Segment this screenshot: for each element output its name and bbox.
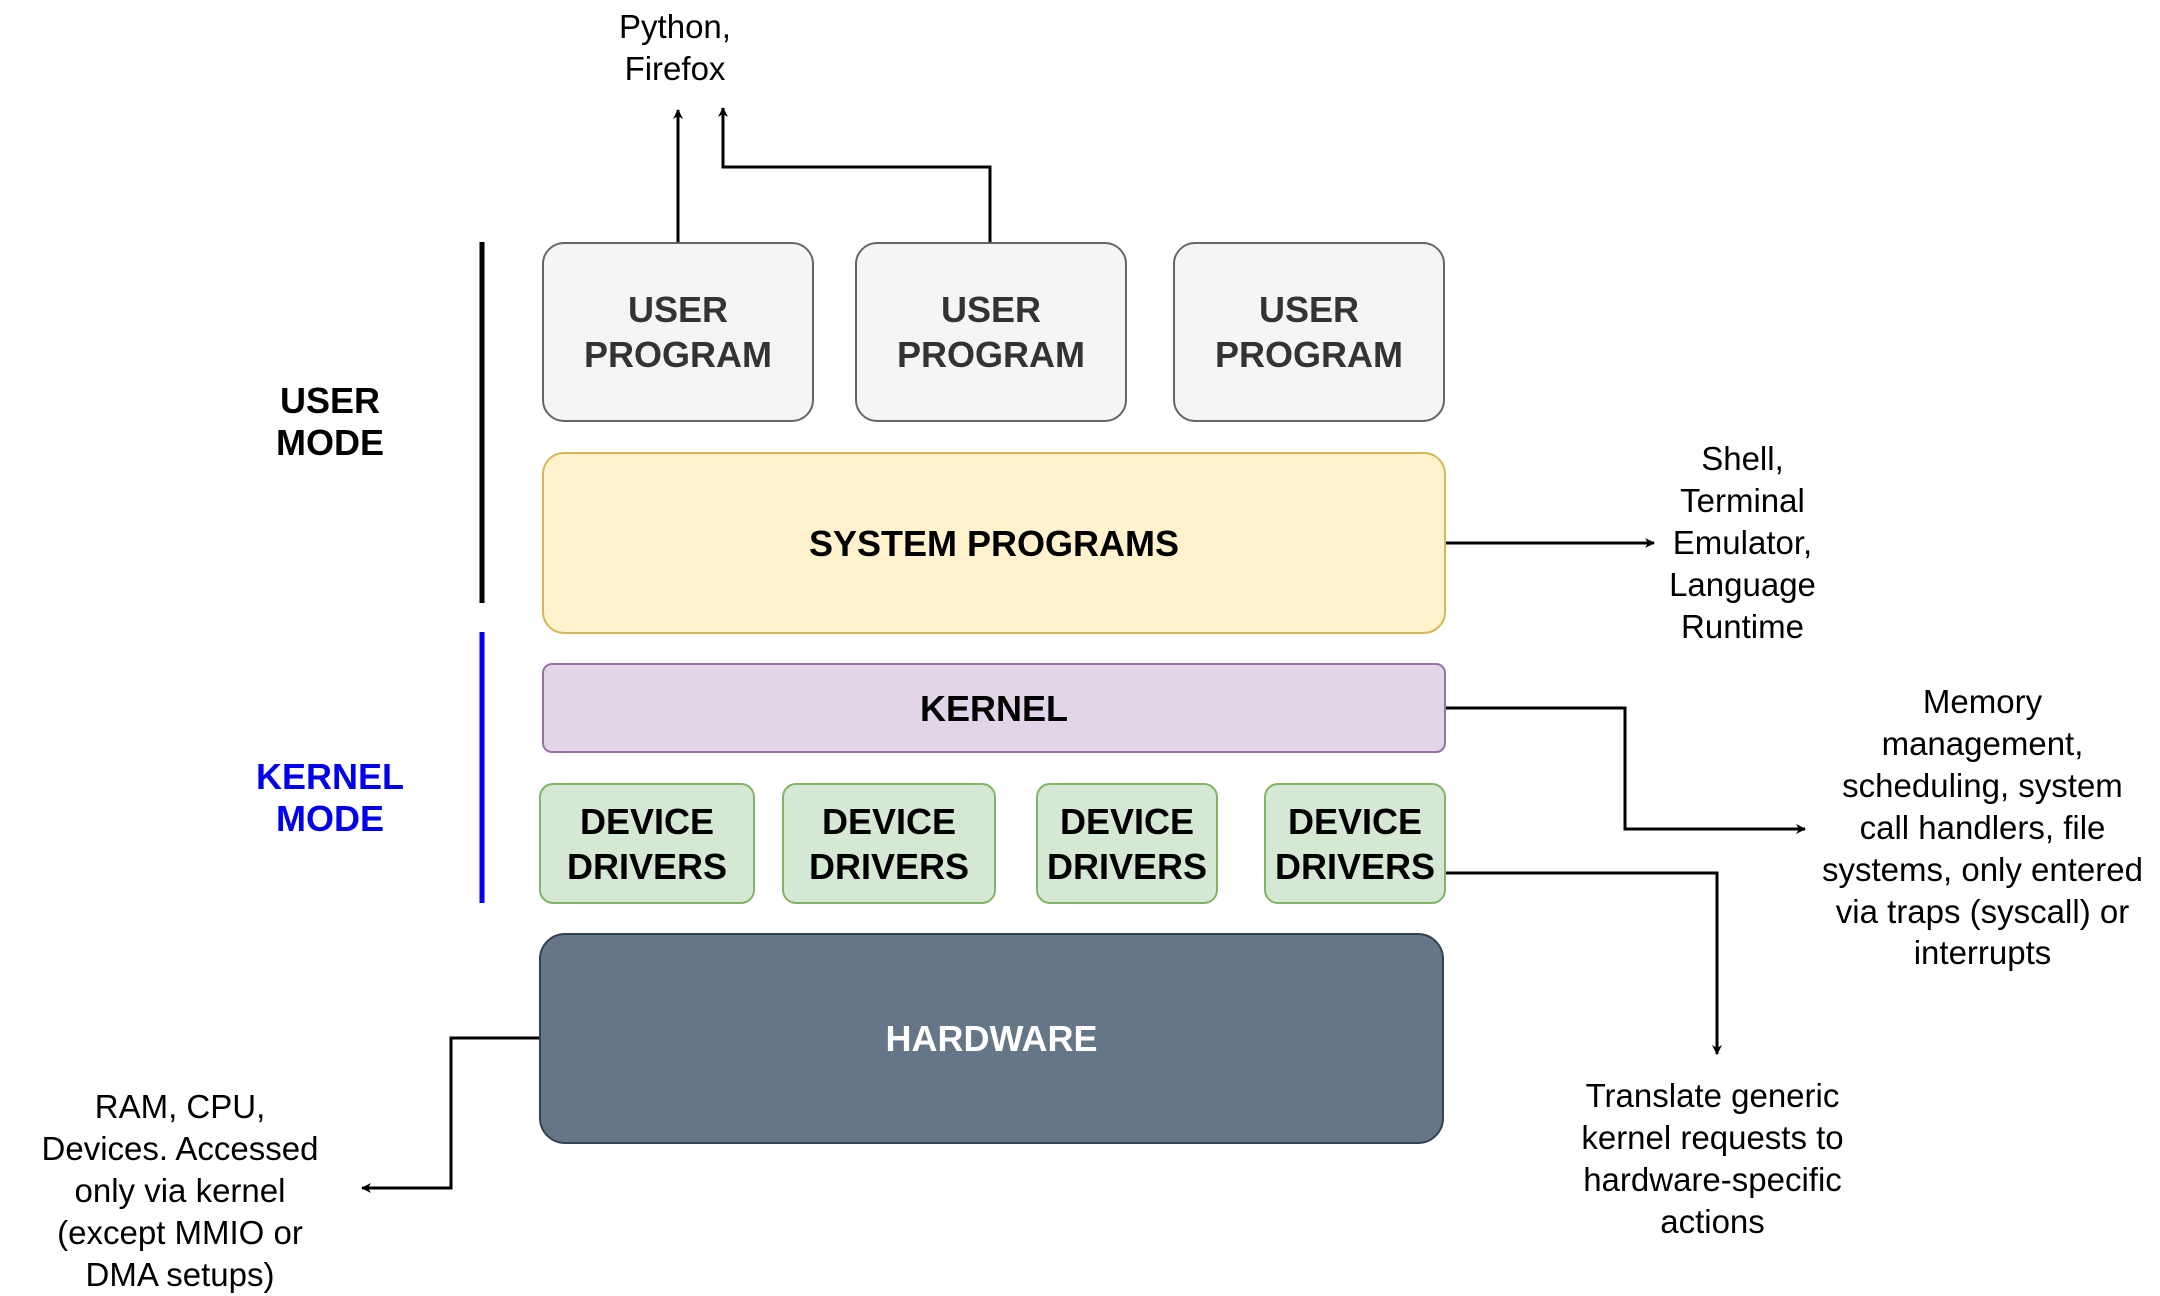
drivers-description-label: Translate generic kernel requests to har… <box>1581 1077 1844 1240</box>
device-drivers-box: DEVICE DRIVERS <box>782 783 996 904</box>
device-drivers-box: DEVICE DRIVERS <box>539 783 755 904</box>
hardware-description-label: RAM, CPU, Devices. Accessed only via ker… <box>41 1088 319 1293</box>
hardware-box: HARDWARE <box>539 933 1444 1144</box>
kernel-description-label: Memory management, scheduling, system ca… <box>1822 683 2143 972</box>
arrow-hardware-to-description <box>361 1036 539 1193</box>
device-drivers-box: DEVICE DRIVERS <box>1036 783 1218 904</box>
user-program-box: USER PROGRAM <box>855 242 1127 422</box>
kernel-mode-label: KERNEL MODE <box>255 756 404 840</box>
arrow-kernel-to-description <box>1446 706 1806 834</box>
system-programs-box: SYSTEM PROGRAMS <box>542 452 1446 634</box>
kernel-box: KERNEL <box>542 663 1446 753</box>
user-mode-label: USER MODE <box>276 380 384 464</box>
arrow-drivers-to-description <box>1446 871 1722 1055</box>
user-programs-examples-label: Python, Firefox <box>619 8 731 87</box>
user-program-box: USER PROGRAM <box>1173 242 1445 422</box>
arrow-user-program-2-to-examples <box>718 107 992 242</box>
user-program-box: USER PROGRAM <box>542 242 814 422</box>
device-drivers-box: DEVICE DRIVERS <box>1264 783 1446 904</box>
system-programs-examples-label: Shell, Terminal Emulator, Language Runti… <box>1669 440 1816 645</box>
